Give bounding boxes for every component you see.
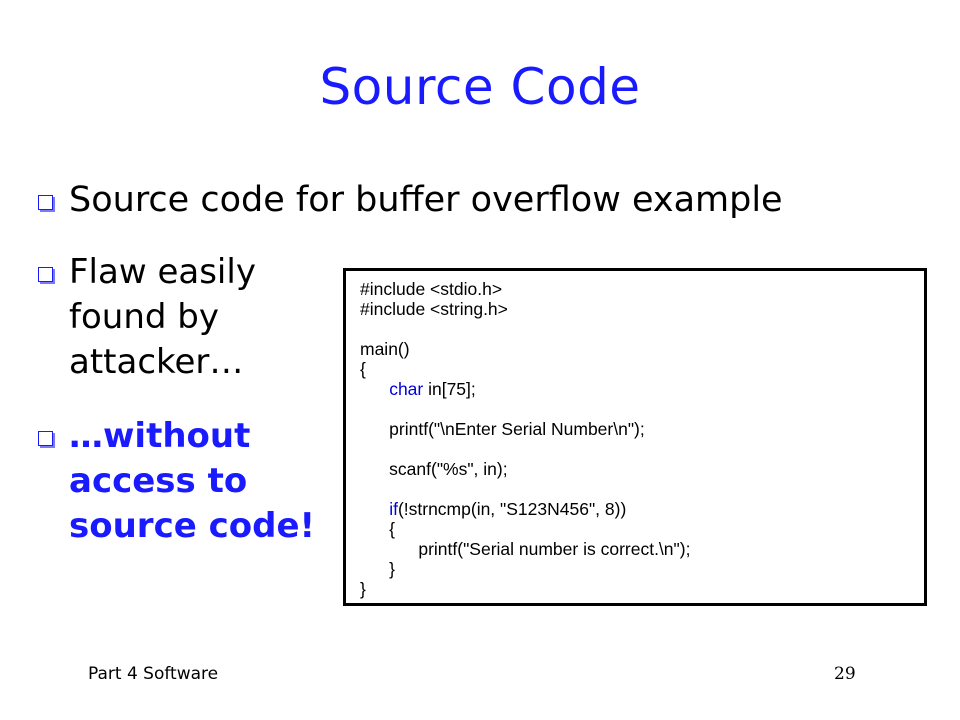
bullet-text-emphasis: …without access to source code! bbox=[69, 416, 316, 546]
footer-section-label: Part 4 Software bbox=[88, 664, 219, 684]
code-line: if(!strncmp(in, "S123N456", 8)) bbox=[389, 499, 627, 519]
code-line: printf("Serial number is correct.\n"); bbox=[360, 539, 691, 559]
code-line: } bbox=[360, 579, 366, 599]
code-line: { bbox=[360, 359, 366, 379]
bullet-text: Source code for buffer overflow example bbox=[69, 180, 783, 220]
bullet-item: Flaw easily found by attacker… bbox=[38, 250, 298, 385]
square-bullet-icon bbox=[38, 267, 53, 282]
code-line: #include <stdio.h> bbox=[360, 279, 503, 299]
code-line: { bbox=[360, 519, 396, 539]
bullet-item: …without access to source code! bbox=[38, 414, 328, 549]
code-line: main() bbox=[360, 339, 410, 359]
slide-title: Source Code bbox=[319, 58, 641, 116]
code-line: #include <string.h> bbox=[360, 299, 508, 319]
code-line: scanf("%s", in); bbox=[360, 459, 508, 479]
page-number: 29 bbox=[834, 664, 856, 684]
square-bullet-icon bbox=[38, 431, 53, 446]
code-line: printf("\nEnter Serial Number\n"); bbox=[360, 419, 645, 439]
code-line: char in[75]; bbox=[389, 379, 476, 399]
square-bullet-icon bbox=[38, 195, 53, 210]
bullet-text: Flaw easily found by attacker… bbox=[69, 252, 256, 382]
code-screenshot: #include <stdio.h> #include <string.h> m… bbox=[343, 268, 927, 606]
bullet-item: Source code for buffer overflow example bbox=[38, 178, 783, 223]
code-line: } bbox=[360, 559, 396, 579]
